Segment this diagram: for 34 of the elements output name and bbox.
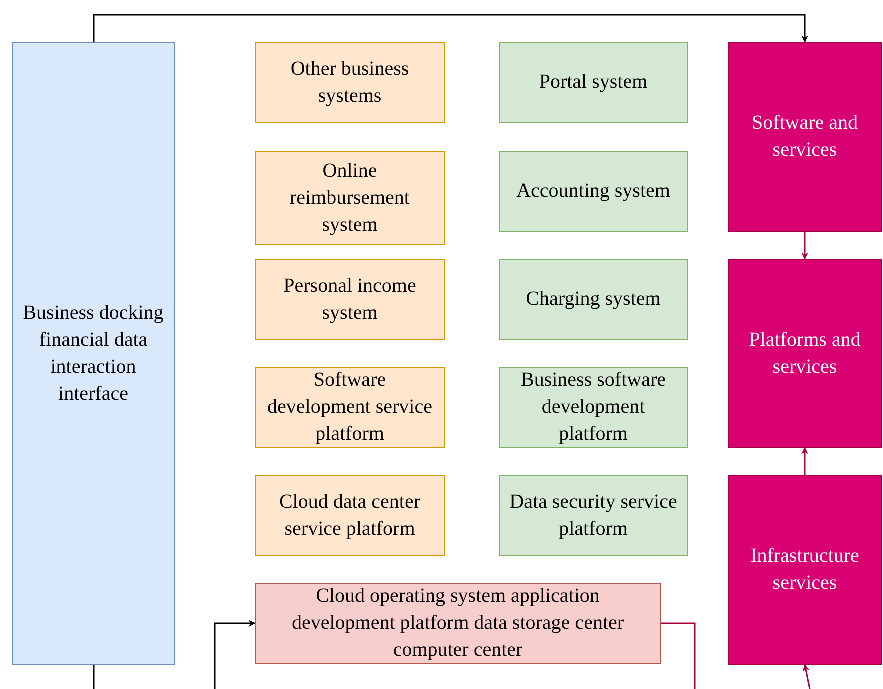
process-box <box>499 259 688 340</box>
process-box <box>255 42 445 123</box>
connector-arrow <box>214 620 256 689</box>
box-label: Software and services <box>750 111 860 163</box>
box-label: Infrastructure services <box>750 544 860 596</box>
process-box <box>499 42 688 123</box>
process-box <box>255 259 445 340</box>
process-box <box>728 475 882 665</box>
process-box <box>728 259 882 448</box>
process-box <box>255 151 445 245</box>
box-label: Data security service platform <box>508 490 678 542</box>
box-label: Platforms and services <box>748 328 862 380</box>
process-box <box>499 367 688 448</box>
connector-arrow <box>802 447 808 475</box>
process-box <box>255 583 661 664</box>
process-box <box>499 151 688 232</box>
process-box <box>728 42 882 232</box>
box-label: Business software development platform <box>520 368 667 447</box>
process-box <box>499 475 688 556</box>
process-box <box>12 42 175 665</box>
connector-arrow <box>93 14 808 43</box>
box-label: Software development service platform <box>266 368 434 447</box>
box-label: Cloud operating system application development platform data storage center computer center <box>290 584 626 663</box>
process-box <box>255 475 445 556</box>
box-label: Business docking financial data interaction interface <box>22 300 165 406</box>
connector-arrow <box>802 232 808 260</box>
box-label: Cloud data center service platform <box>278 490 422 542</box>
box-label: Online reimbursement system <box>289 158 411 238</box>
box-label: Personal income system <box>282 274 418 326</box>
box-label: Accounting system <box>516 179 670 204</box>
box-label: Charging system <box>526 287 661 312</box>
box-label: Portal system <box>539 70 648 95</box>
box-label: Other business systems <box>290 56 410 108</box>
connector-arrow <box>802 664 811 689</box>
